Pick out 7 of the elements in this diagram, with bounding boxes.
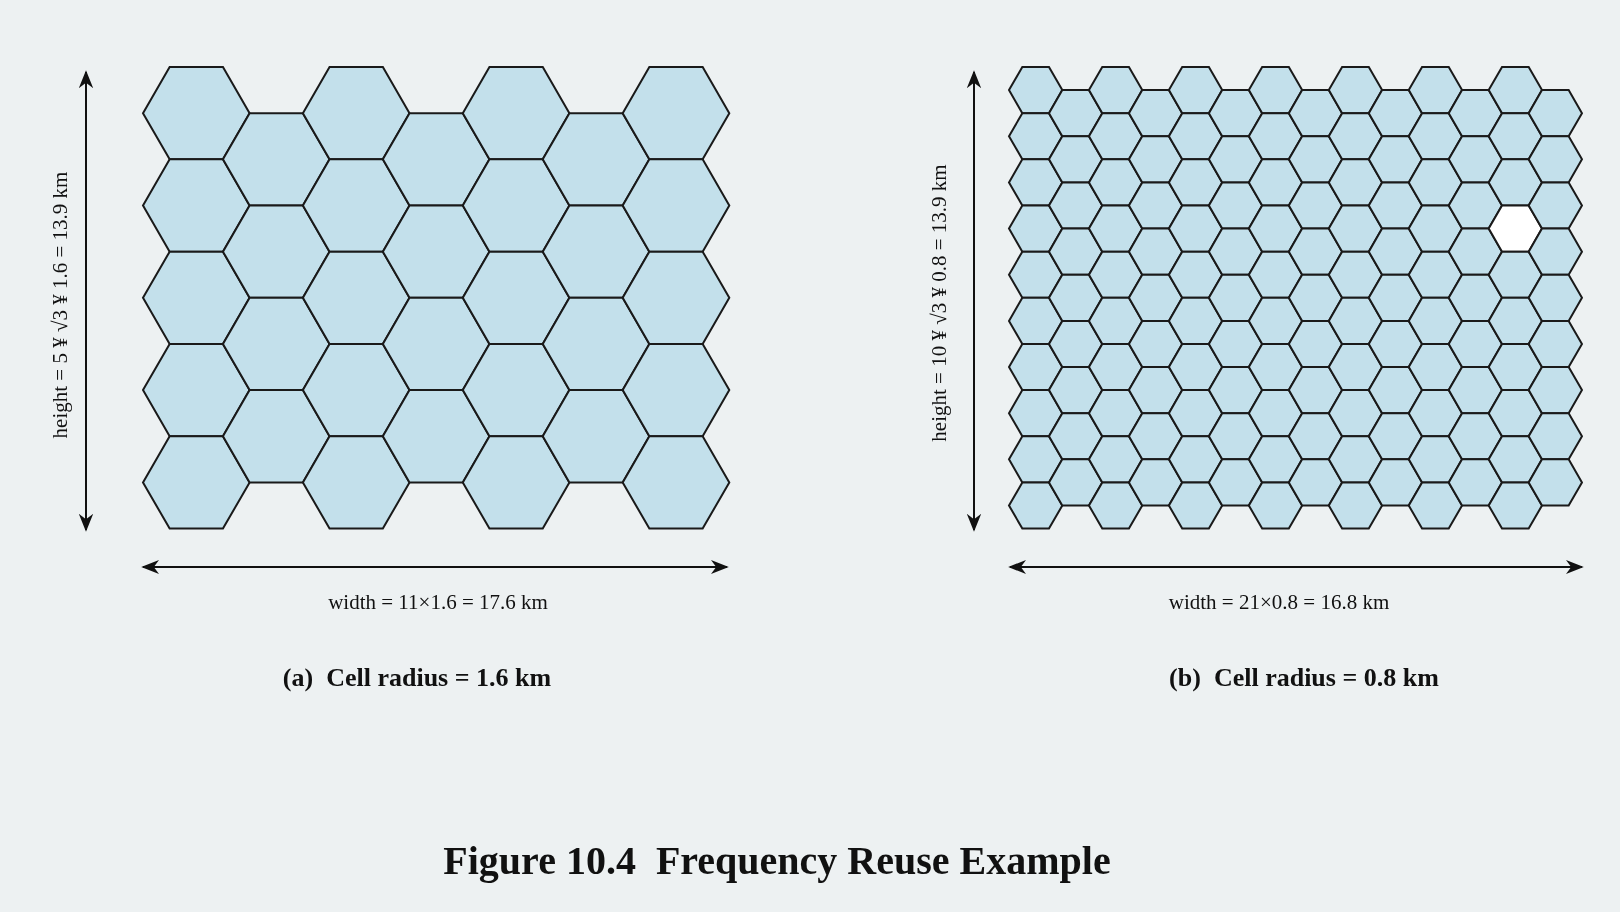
- width-formula: width = 11×1.6 = 17.6 km: [328, 589, 548, 615]
- width-formula: width = 21×0.8 = 16.8 km: [1168, 589, 1390, 615]
- figure-title: Figure 10.4 Frequency Reuse Example: [443, 836, 1111, 884]
- subfigure-caption: (a) Cell radius = 1.6 km: [282, 663, 552, 693]
- height-formula: height = 5 ¥ √3 ¥ 1.6 = 13.9 km: [47, 171, 73, 439]
- height-formula: height = 10 ¥ √3 ¥ 0.8 = 13.9 km: [926, 164, 952, 442]
- subfigure-caption: (b) Cell radius = 0.8 km: [1169, 663, 1439, 693]
